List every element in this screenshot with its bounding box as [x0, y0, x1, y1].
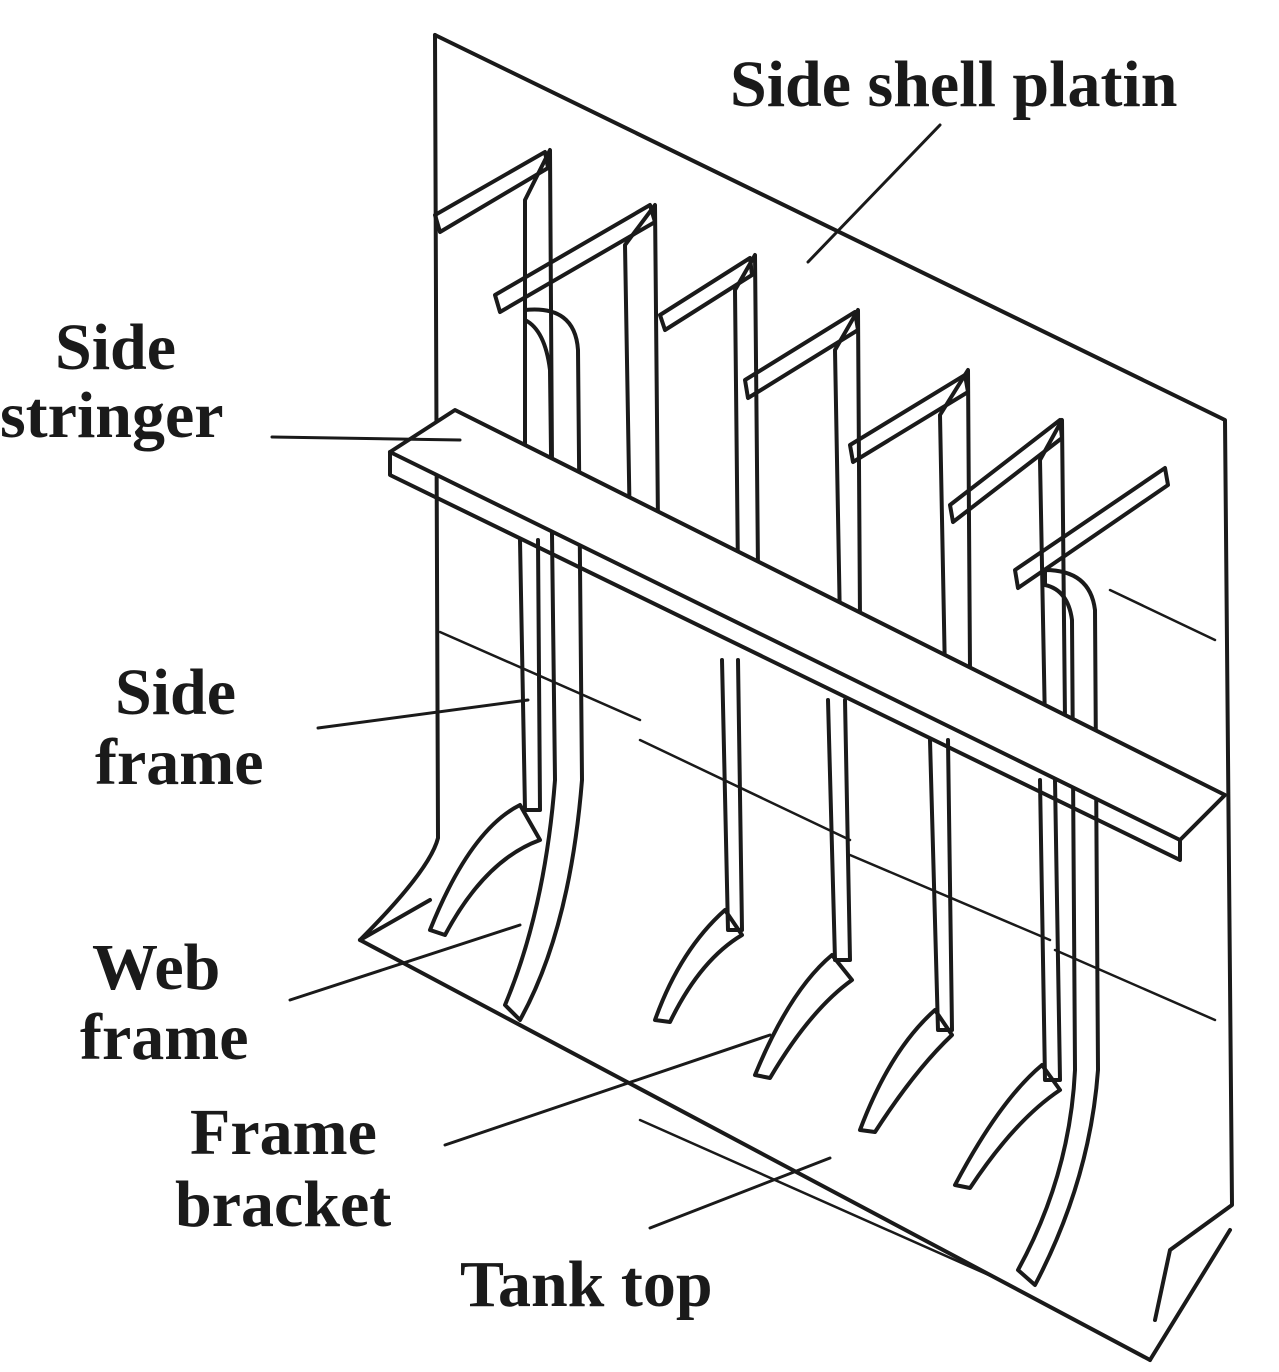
- label-web-frame: Web frame: [80, 935, 249, 1071]
- tank-top: [358, 898, 1232, 1362]
- web-frames: [503, 307, 1100, 1287]
- lower-side-frames: [518, 538, 1062, 1082]
- leader-side-shell-plating: [806, 123, 942, 264]
- label-side-frame: Side frame: [95, 660, 264, 796]
- label-web-frame-line2: frame: [80, 1001, 249, 1074]
- leader-lines: [270, 123, 942, 1230]
- frame-brackets: [428, 803, 1062, 1190]
- label-side-stringer-line2: stringer: [0, 379, 224, 452]
- label-tank-top: Tank top: [460, 1248, 713, 1321]
- label-side-frame-line2: frame: [95, 726, 264, 799]
- label-frame-bracket-line2: bracket: [175, 1168, 392, 1241]
- leader-side-stringer: [270, 435, 462, 442]
- label-side-stringer: Side stringer: [0, 315, 224, 449]
- leader-web-frame: [288, 923, 522, 1002]
- leader-tank-top: [648, 1156, 832, 1230]
- leader-side-frame: [316, 698, 530, 730]
- leader-frame-bracket: [443, 1033, 772, 1147]
- label-web-frame-line1: Web: [92, 931, 221, 1004]
- label-side-frame-line1: Side: [115, 656, 237, 729]
- side-stringer: [388, 408, 1227, 862]
- label-frame-bracket-line1: Frame: [190, 1096, 377, 1169]
- label-frame-bracket: Frame bracket: [175, 1100, 391, 1238]
- side-shell-plating: [358, 33, 1234, 1322]
- label-side-stringer-line1: Side: [55, 311, 177, 384]
- label-side-shell-plating: Side shell platin: [730, 48, 1178, 121]
